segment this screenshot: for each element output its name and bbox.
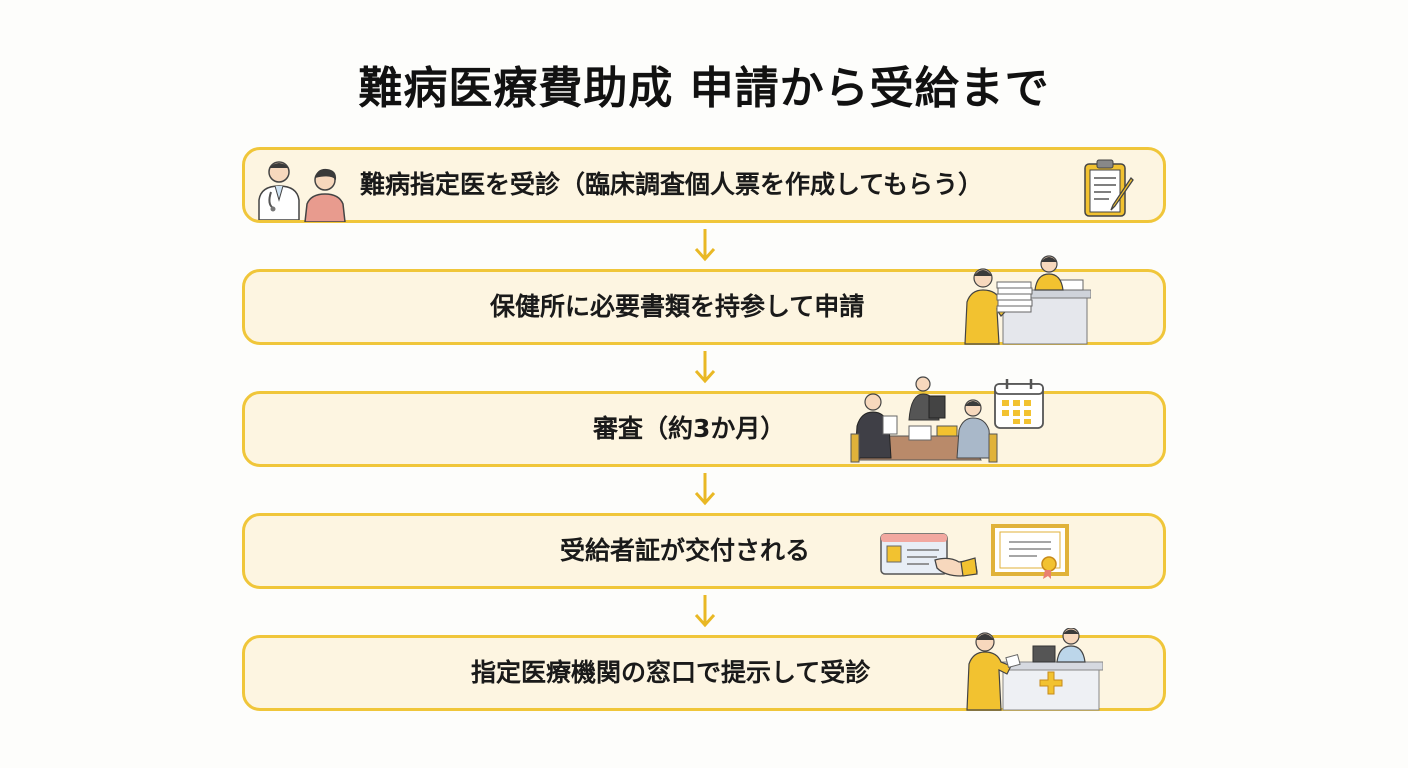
- review-meeting-icon: [849, 376, 999, 472]
- step-1-label: 難病指定医を受診（臨床調査個人票を作成してもらう）: [360, 170, 984, 199]
- step-4-box: 受給者証が交付される: [242, 513, 1166, 589]
- arrow-2: [242, 345, 1166, 391]
- calendar-icon: [993, 378, 1045, 434]
- step-1-box: 難病指定医を受診（臨床調査個人票を作成してもらう）: [242, 147, 1166, 223]
- step-2-box: 保健所に必要書類を持参して申請: [242, 255, 1166, 345]
- step-2-label: 保健所に必要書類を持参して申請: [490, 292, 865, 321]
- arrow-1: [242, 223, 1166, 269]
- step-5-box: 指定医療機関の窓口で提示して受診: [242, 627, 1166, 711]
- reception-desk-icon: [963, 627, 1104, 716]
- arrow-3: [242, 467, 1166, 513]
- doctor-icon: [253, 156, 313, 224]
- step-5-label: 指定医療機関の窓口で提示して受診: [471, 658, 871, 687]
- document-stack-icon: [995, 278, 1035, 318]
- step-3-label: 審査（約3か月）: [593, 414, 786, 443]
- flow-diagram: 難病指定医を受診（臨床調査個人票を作成してもらう） 保健所に必要書類を持参して申…: [242, 147, 1166, 711]
- certificate-icon: [991, 524, 1071, 584]
- patient-icon: [303, 166, 347, 226]
- step-3-box: 審査（約3か月）: [242, 376, 1166, 467]
- page-title: 難病医療費助成 申請から受給まで: [358, 63, 1050, 114]
- step-4-label: 受給者証が交付される: [560, 536, 811, 565]
- clipboard-icon: [1081, 156, 1139, 222]
- arrow-4: [242, 589, 1166, 635]
- id-card-icon: [879, 530, 979, 584]
